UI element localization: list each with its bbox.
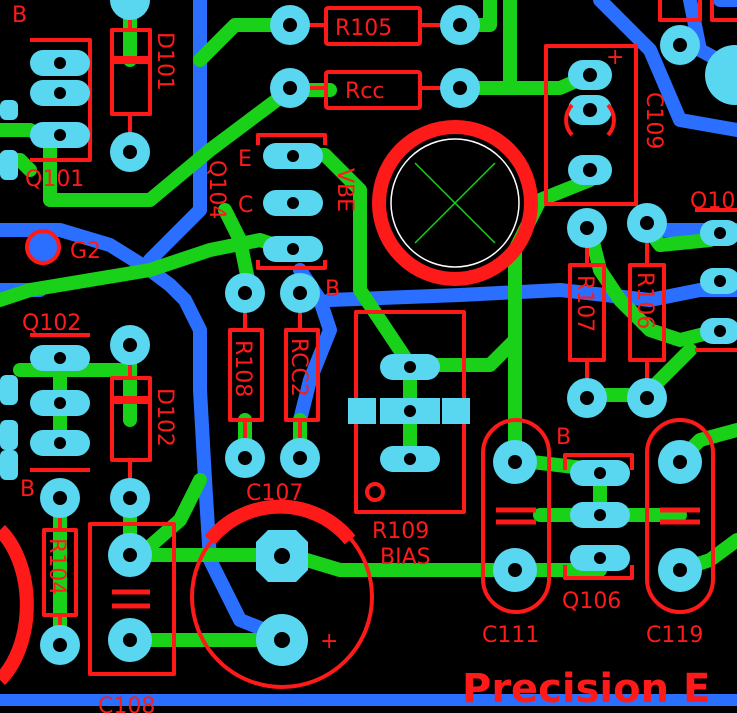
label-b-q106: B xyxy=(556,425,571,450)
label-d102: D102 xyxy=(152,388,177,447)
board-title: Precision E xyxy=(462,666,710,712)
label-d101: D101 xyxy=(152,32,177,91)
label-c: C xyxy=(238,193,253,218)
label-b-q102: B xyxy=(20,477,35,502)
c119-body xyxy=(645,418,715,614)
label-r105: R105 xyxy=(335,16,392,41)
mounting-hole-ring xyxy=(372,120,538,286)
q104-outline xyxy=(256,133,327,270)
label-q105: Q10 xyxy=(690,189,735,214)
q106-outline xyxy=(563,453,634,580)
mounting-hole-icon xyxy=(390,138,520,268)
polarity-plus-icon: + xyxy=(320,629,338,654)
q101-outline xyxy=(30,38,92,162)
label-e: E xyxy=(238,147,252,172)
label-q101: Q101 xyxy=(25,167,84,192)
label-g2: G2 xyxy=(70,239,101,264)
ground-pad-icon xyxy=(25,229,61,265)
label-b-q101: B xyxy=(12,3,27,28)
c109-body xyxy=(544,44,638,206)
label-q102: Q102 xyxy=(22,311,81,336)
c111-body xyxy=(481,418,551,614)
label-c111: C111 xyxy=(482,623,539,648)
label-r108: R108 xyxy=(230,340,255,397)
c108-body xyxy=(88,522,176,676)
label-c109: C109 xyxy=(641,92,666,149)
drill-holes xyxy=(53,18,726,652)
label-c119: C119 xyxy=(646,623,703,648)
label-r106: R106 xyxy=(632,272,657,329)
q105-outline xyxy=(695,208,737,352)
label-bias: BIAS xyxy=(380,545,431,570)
silkscreen-outlines xyxy=(0,0,737,689)
label-c108: C108 xyxy=(98,694,155,713)
label-rcc2: RCC2 xyxy=(286,338,311,397)
r109-pin1-marker xyxy=(365,482,385,502)
label-r109: R109 xyxy=(372,519,429,544)
label-c107: C107 xyxy=(246,481,303,506)
label-q104: Q104 xyxy=(204,160,229,219)
silkscreen-labels: R105 Rcc C109 + D101 Q101 B Q104 E C B V… xyxy=(12,3,735,713)
q102-outline xyxy=(30,333,90,472)
label-q106: Q106 xyxy=(562,589,621,614)
label-b-q104: B xyxy=(325,277,340,302)
label-rcc: Rcc xyxy=(345,79,384,104)
label-c109-plus: + xyxy=(606,45,624,70)
label-r104: R104 xyxy=(44,538,69,595)
label-r107: R107 xyxy=(572,275,597,332)
label-vbe: VBE xyxy=(332,168,357,212)
